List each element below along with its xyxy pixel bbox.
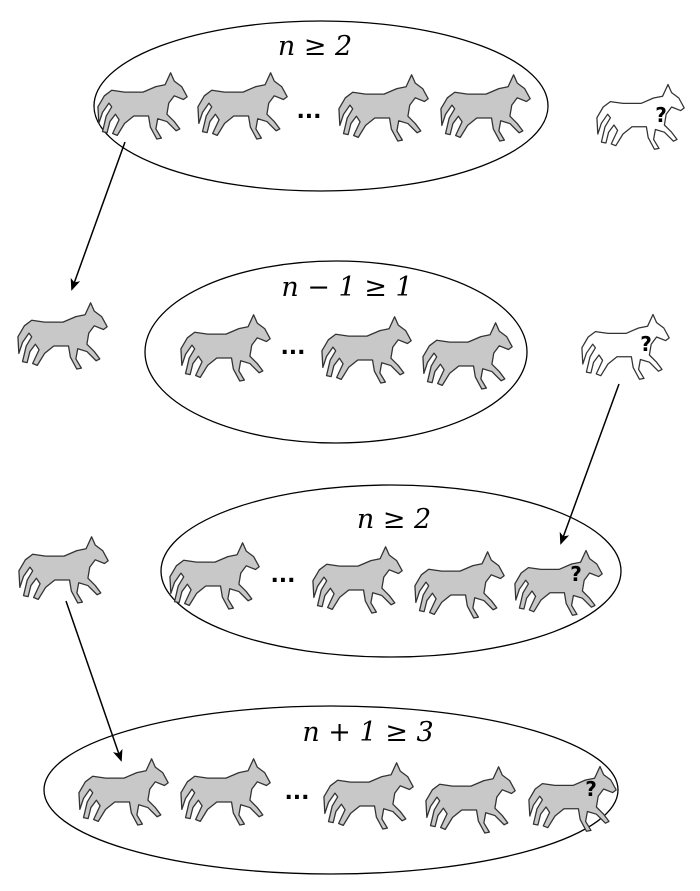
- horse-icon: [528, 765, 617, 832]
- horse-icon: [180, 314, 271, 382]
- horse-icon: [97, 72, 188, 140]
- horse-icon: [78, 758, 169, 826]
- horse-icon: [425, 766, 516, 834]
- group-2-label: n − 1 ≥ 1: [281, 272, 412, 303]
- question-mark: ?: [585, 777, 597, 801]
- group-3: n ≥ 2 ... ?: [160, 484, 622, 658]
- horse-icon: [422, 322, 513, 390]
- group-4-label: n + 1 ≥ 3: [302, 717, 433, 748]
- unknown-horse-2: ?: [581, 313, 670, 380]
- group-2: n − 1 ≥ 1 ...: [144, 260, 528, 444]
- ellipsis: ...: [270, 563, 295, 588]
- horse-icon: [18, 536, 109, 604]
- unknown-horse-1: ?: [596, 83, 685, 150]
- horse-icon: [312, 546, 403, 614]
- horse-icon: [169, 542, 260, 610]
- group-4: n + 1 ≥ 3 ... ?: [43, 705, 619, 875]
- ellipsis: ...: [284, 780, 309, 805]
- horse-icon: [514, 549, 603, 616]
- question-mark: ?: [570, 562, 582, 586]
- group-1-ellipse: [93, 20, 549, 192]
- group-3-ellipse: [160, 484, 622, 658]
- horse-icon: [414, 551, 505, 619]
- group-1: n ≥ 2 ...: [93, 20, 549, 192]
- horse-icon: [197, 72, 288, 140]
- horse-icon: [596, 83, 685, 150]
- arrow-3: [65, 600, 123, 762]
- question-mark: ?: [655, 103, 667, 127]
- ellipsis: ...: [296, 99, 321, 124]
- horse-icon: [323, 762, 414, 830]
- question-mark: ?: [640, 332, 652, 356]
- horse-icon: [180, 758, 271, 826]
- ellipsis: ...: [280, 335, 305, 360]
- group-1-label: n ≥ 2: [278, 31, 352, 62]
- horse-icon: [338, 74, 429, 142]
- group-2-ellipse: [144, 260, 528, 444]
- horse-icon: [440, 74, 531, 142]
- arrow-1: [70, 141, 126, 291]
- arrow-2: [559, 383, 620, 545]
- group-3-label: n ≥ 2: [357, 504, 431, 535]
- horse-icon: [321, 316, 412, 384]
- horse-icon: [581, 313, 670, 380]
- horse-icon: [17, 302, 108, 370]
- group-4-ellipse: [43, 705, 619, 875]
